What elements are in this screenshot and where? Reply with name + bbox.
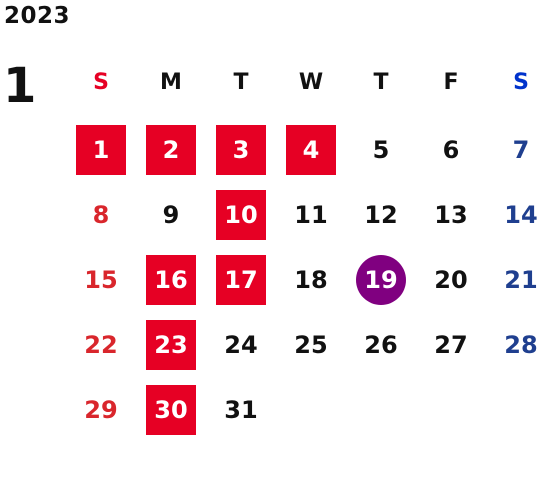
day-cell[interactable]: 22 — [84, 331, 118, 359]
weekday-saturday: S — [513, 70, 529, 95]
day-cell[interactable]: 31 — [224, 396, 258, 424]
day-cell[interactable]: 20 — [434, 266, 468, 294]
weekday-thursday: T — [373, 70, 389, 95]
day-cell[interactable]: 12 — [364, 201, 398, 229]
weekday-tuesday: T — [233, 70, 249, 95]
day-cell[interactable]: 28 — [504, 331, 538, 359]
holiday-day-cell[interactable]: 23 — [146, 320, 196, 370]
day-cell[interactable]: 27 — [434, 331, 468, 359]
holiday-day-cell[interactable]: 10 — [216, 190, 266, 240]
day-cell[interactable]: 21 — [504, 266, 538, 294]
weekday-wednesday: W — [298, 70, 324, 95]
today-day-cell[interactable]: 19 — [356, 255, 406, 305]
day-cell[interactable]: 5 — [372, 136, 390, 164]
holiday-day-cell[interactable]: 1 — [76, 125, 126, 175]
holiday-day-cell[interactable]: 30 — [146, 385, 196, 435]
day-cell[interactable]: 7 — [512, 136, 530, 164]
weekday-monday: M — [160, 70, 182, 95]
holiday-day-cell[interactable]: 4 — [286, 125, 336, 175]
month-label: 1 — [3, 58, 37, 114]
holiday-day-cell[interactable]: 3 — [216, 125, 266, 175]
weekday-friday: F — [443, 70, 459, 95]
day-cell[interactable]: 26 — [364, 331, 398, 359]
holiday-day-cell[interactable]: 16 — [146, 255, 196, 305]
day-cell[interactable]: 18 — [294, 266, 328, 294]
day-cell[interactable]: 6 — [442, 136, 460, 164]
holiday-day-cell[interactable]: 17 — [216, 255, 266, 305]
weekday-sunday: S — [93, 70, 109, 95]
weekday-header: S M T W T F S — [0, 68, 548, 98]
year-label: 2023 — [4, 3, 71, 29]
day-cell[interactable]: 25 — [294, 331, 328, 359]
day-cell[interactable]: 9 — [162, 201, 180, 229]
day-cell[interactable]: 15 — [84, 266, 118, 294]
day-cell[interactable]: 24 — [224, 331, 258, 359]
day-cell[interactable]: 29 — [84, 396, 118, 424]
holiday-day-cell[interactable]: 2 — [146, 125, 196, 175]
day-cell[interactable]: 13 — [434, 201, 468, 229]
day-cell[interactable]: 11 — [294, 201, 328, 229]
day-cell[interactable]: 14 — [504, 201, 538, 229]
day-cell[interactable]: 8 — [92, 201, 110, 229]
